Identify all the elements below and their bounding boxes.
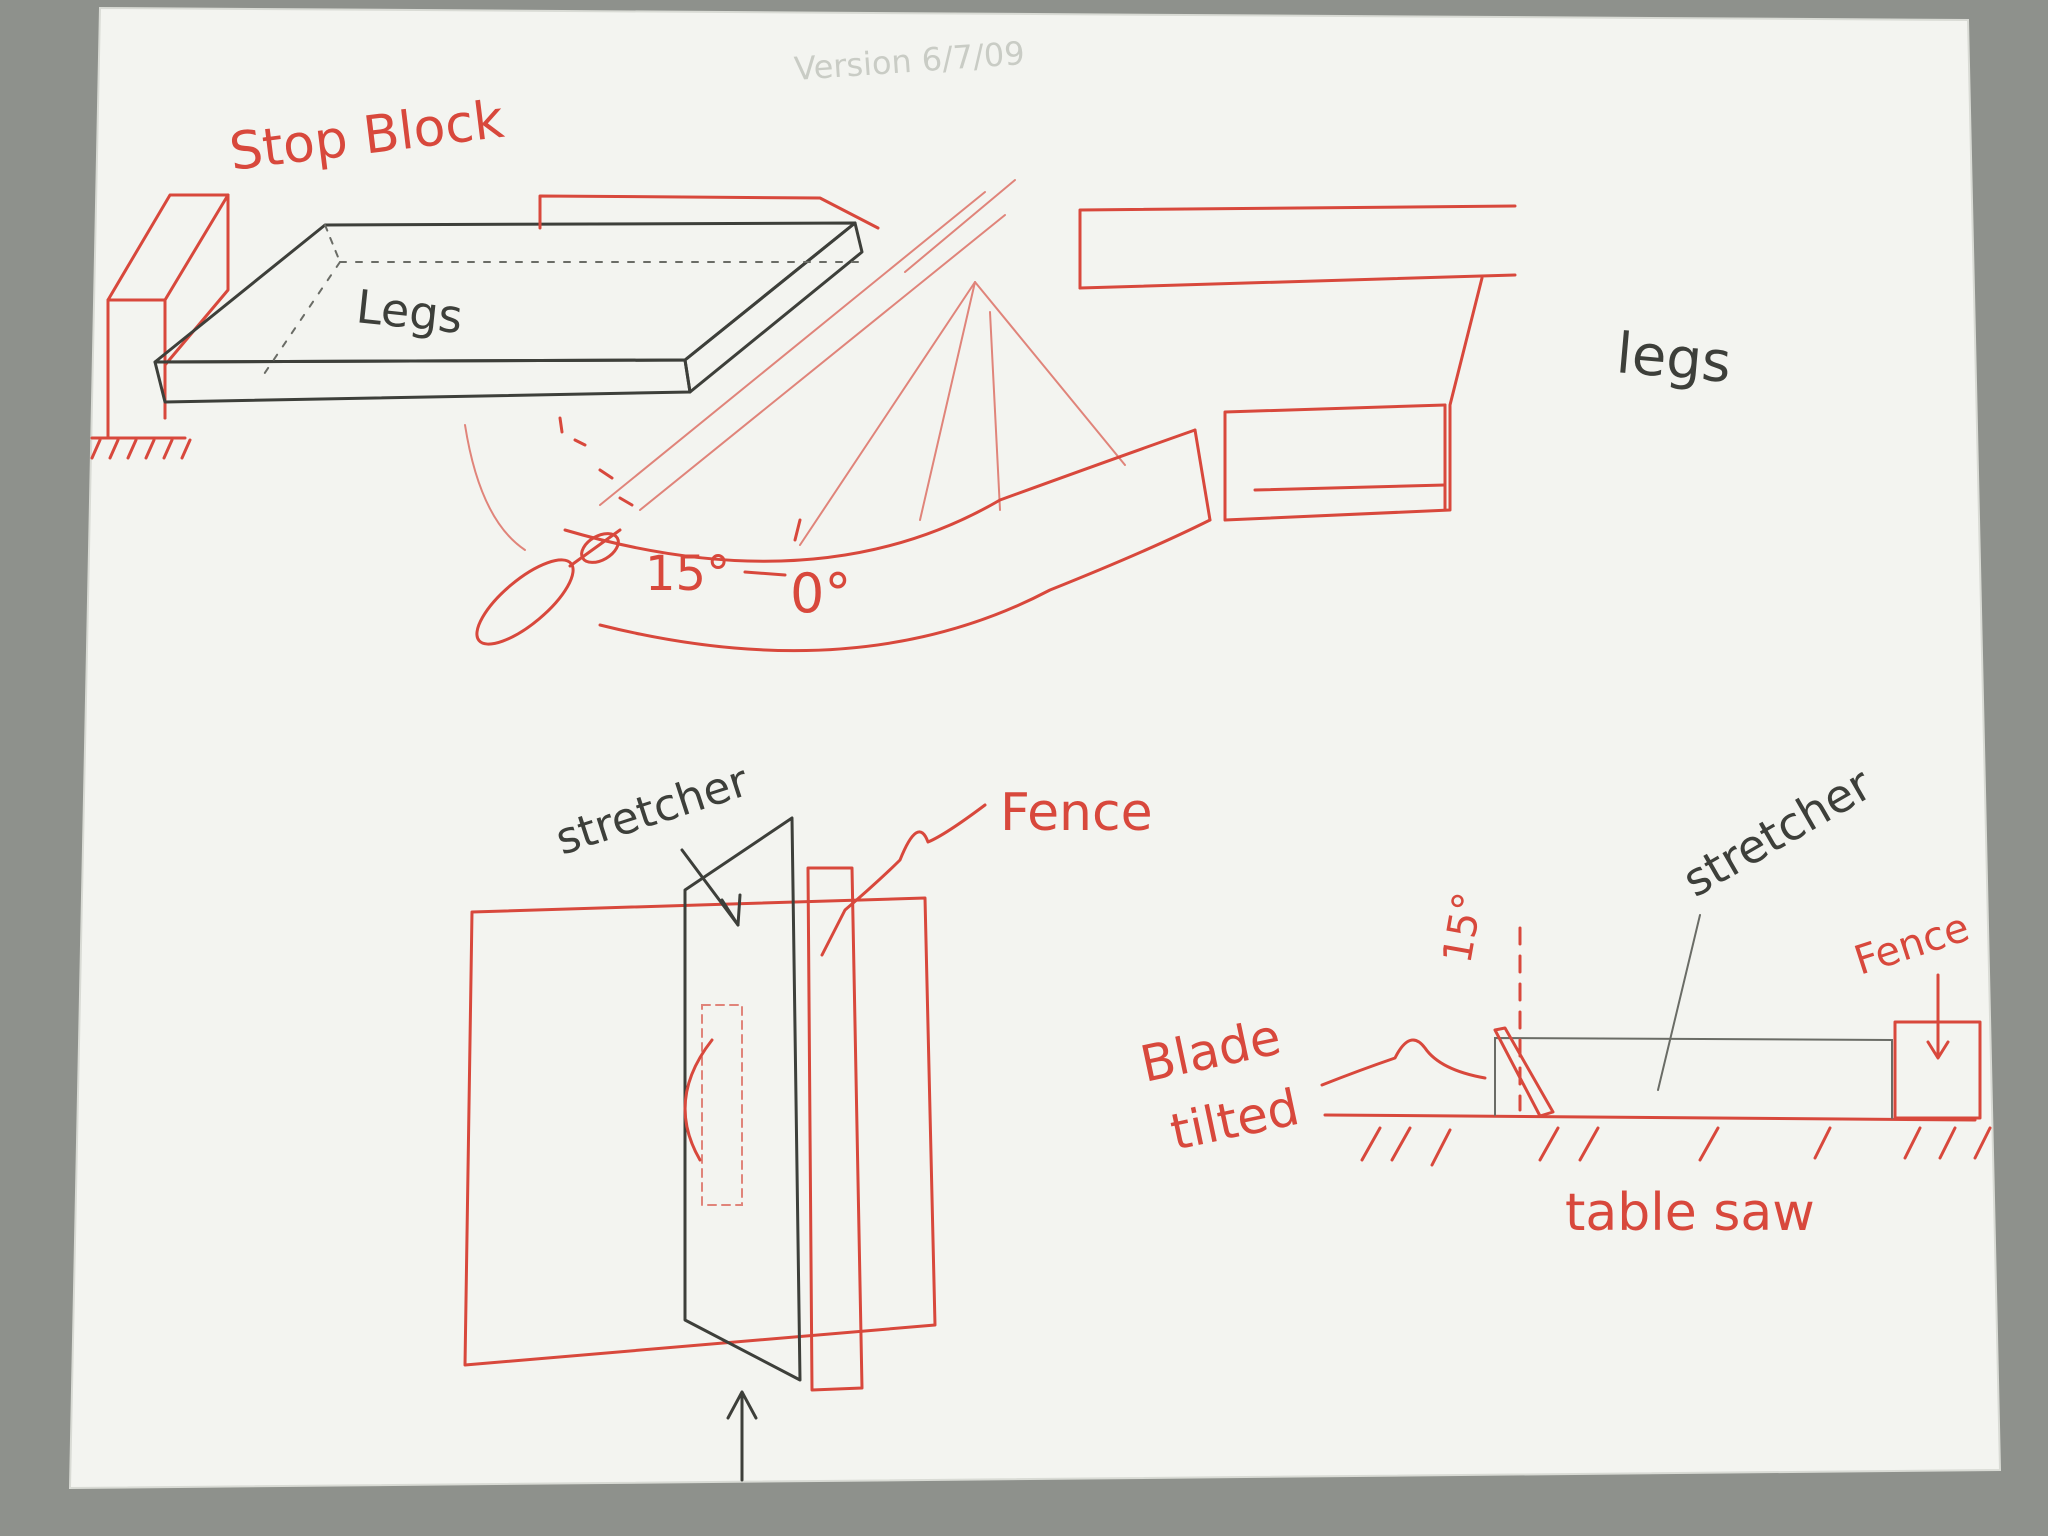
stretcher-side-pointer [1657,914,1701,1091]
miter-bar [599,179,1016,511]
legs-board [153,221,864,404]
blade-pointer [1320,1038,1487,1087]
angle-15-dash [743,570,787,577]
table-saw-label: table saw [1565,1183,1815,1243]
stretcher-piece [683,816,802,1382]
sled-base [463,896,937,1367]
tilted-blade [1493,1026,1555,1118]
legs-board-label: Legs [354,279,465,344]
fence-strip [806,866,864,1392]
stop-block [90,193,230,460]
blade-outline [683,1004,743,1206]
feed-arrow-head [726,1390,758,1420]
lock-knob [475,528,622,646]
fence-pointer [820,803,987,957]
protractor-arc [464,416,1212,653]
fence-side-pointer-head [1926,1040,1950,1060]
protractor-lines [799,281,1126,546]
angle-0-label: 0° [790,562,851,625]
legs-right-piece [1078,204,1517,522]
legs-right-label: legs [1614,321,1734,396]
miter-sled-drawing: Stop Block Legs [90,90,1734,653]
stretcher-pointer-head [720,893,742,927]
table-hatching [1360,1126,1992,1167]
stretcher-side [1494,1036,1893,1119]
saw-table [1323,1113,1977,1122]
sled-fence [538,194,880,230]
fence-top-label: Fence [1000,783,1153,843]
paper-sheet [68,6,2002,1490]
angle-15-label: 15° [645,546,730,602]
